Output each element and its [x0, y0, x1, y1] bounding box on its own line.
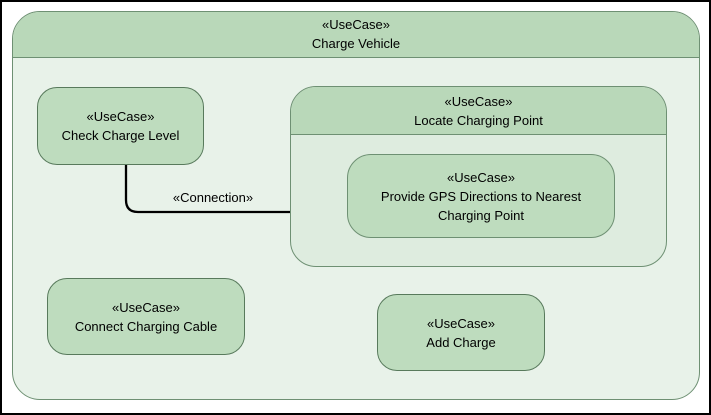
usecase-add-charge[interactable]: «UseCase» Add Charge	[377, 294, 545, 371]
usecase-connect-charging-cable[interactable]: «UseCase» Connect Charging Cable	[47, 278, 245, 355]
usecase-provide-gps-directions[interactable]: «UseCase» Provide GPS Directions to Near…	[347, 154, 615, 238]
stereotype-label: «UseCase»	[86, 109, 155, 124]
usecase-name: Locate Charging Point	[414, 113, 543, 128]
stereotype-label: «UseCase»	[447, 169, 515, 185]
usecase-locate-charging-point-header: «UseCase» Locate Charging Point	[291, 87, 666, 135]
usecase-name: Connect Charging Cable	[74, 318, 218, 334]
stereotype-label: «UseCase»	[322, 17, 390, 32]
usecase-name: Add Charge	[426, 334, 496, 350]
usecase-name: Provide GPS Directions to Nearest Chargi…	[380, 188, 582, 223]
usecase-check-charge-level[interactable]: «UseCase» Check Charge Level	[37, 87, 204, 165]
usecase-name: Charge Vehicle	[311, 36, 401, 51]
usecase-name: Check Charge Level	[61, 128, 180, 143]
stereotype-label: «UseCase»	[112, 299, 180, 315]
stereotype-label: «UseCase»	[427, 315, 495, 331]
connection-label: «Connection»	[172, 190, 254, 205]
stereotype-label: «UseCase»	[444, 94, 513, 109]
usecase-charge-vehicle-header: «UseCase» Charge Vehicle	[13, 12, 699, 58]
